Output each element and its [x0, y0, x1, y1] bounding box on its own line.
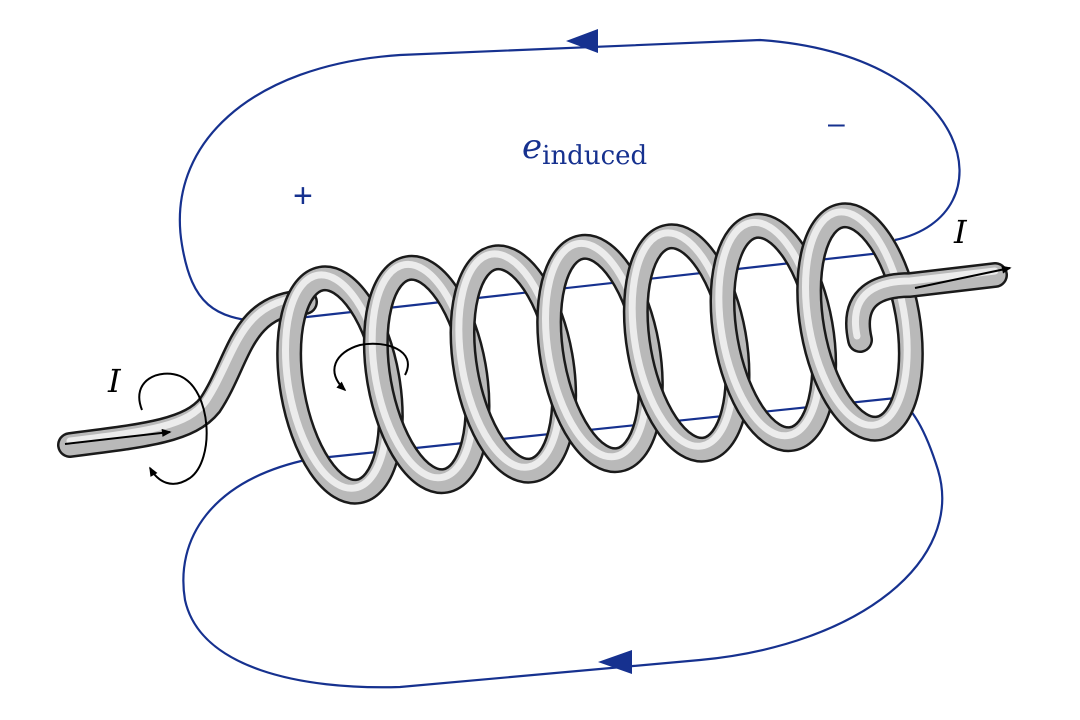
coil-turns: [276, 202, 924, 505]
current-in-arrow-icon: [64, 428, 172, 445]
lead-out-wire: [845, 262, 1008, 353]
upper-field-arrow-icon: [566, 29, 598, 53]
upper-field-loop: [178, 38, 961, 324]
lower-field-loop: [182, 397, 944, 689]
lower-field-arrow-icon: [598, 650, 632, 674]
turn-rotation-arrow-icon: [333, 342, 409, 392]
current-in-label: I: [107, 362, 122, 400]
minus-sign: –: [828, 107, 845, 140]
input-rotation-arrow-icon: [138, 372, 208, 485]
plus-sign: +: [293, 177, 313, 215]
lead-in-wire: [57, 289, 318, 458]
current-out-label: I: [953, 213, 968, 251]
current-out-arrow-icon: [914, 265, 1012, 289]
coil-turn: [796, 202, 924, 442]
emf-label: einduced: [522, 127, 647, 171]
